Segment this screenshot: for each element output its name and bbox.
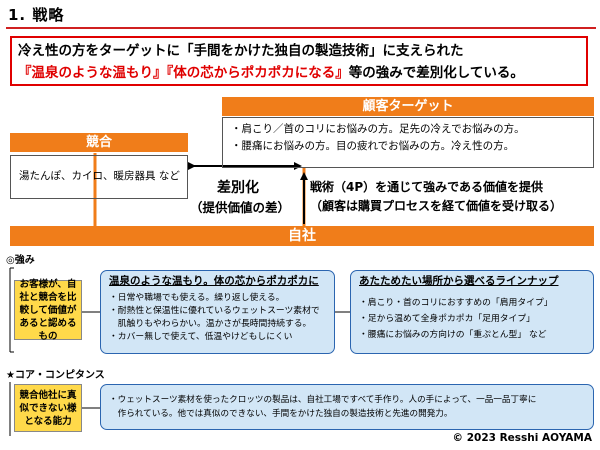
- differentiation-subtitle: （提供価値の差）: [190, 200, 291, 215]
- core-item: ・ウェットスーツ素材を使ったクロッツの製品は、自社工場ですべて手作り。人の手によ…: [109, 395, 537, 405]
- strategy-line2: （顧客は購買プロセスを経て価値を受け取る）: [310, 199, 563, 213]
- summary-line1: 冷え性の方をターゲットに「手間をかけた独自の製造技術」に支えられた: [18, 43, 464, 59]
- strategy-summary: 冷え性の方をターゲットに「手間をかけた独自の製造技術」に支えられた 『温泉のよう…: [10, 36, 588, 86]
- copyright: © 2023 Resshi AOYAMA: [452, 432, 592, 444]
- strength-item: ・肩こり・首のコリにおすすめの「肩用タイプ」: [359, 298, 553, 308]
- differentiation-label: 差別化 （提供価値の差）: [190, 178, 291, 218]
- differentiation-title: 差別化: [217, 180, 259, 196]
- strengths-note: お客様が、自社と競合を比較して価値があると認めるもの: [14, 279, 82, 342]
- target-item: ・腰痛にお悩みの方。目の疲れでお悩みの方。冷え性の方。: [231, 140, 515, 152]
- page-title: 1. 戦略: [8, 6, 65, 24]
- title-rule: [6, 27, 596, 29]
- target-box: ・肩こり／首のコリにお悩みの方。足先の冷えでお悩みの方。 ・腰痛にお悩みの方。目…: [222, 117, 594, 168]
- strength-item: ・耐熱性と保温性に優れているウェットスーツ素材で: [109, 306, 320, 316]
- competition-box: 湯たんぽ、カイロ、暖房器具 など: [10, 155, 188, 199]
- target-item: ・肩こり／首のコリにお悩みの方。足先の冷えでお悩みの方。: [231, 123, 525, 135]
- core-item: 作られている。他では真似のできない、手間をかけた独自の製造技術と先進の開発力。: [109, 409, 453, 419]
- competition-items: 湯たんぽ、カイロ、暖房器具 など: [19, 170, 180, 182]
- strength-item: ・カバー無しで使えて、低温やけどもしにくい: [109, 332, 293, 342]
- strategy-label: 戦術（4P）を通じて強みである価値を提供 （顧客は購買プロセスを経て価値を受け取…: [310, 178, 598, 216]
- self-header: 自社: [10, 226, 594, 246]
- strength-box-lineup: あたためたい場所から選べるラインナップ ・肩こり・首のコリにおすすめの「肩用タイ…: [350, 270, 594, 354]
- core-label: ★コア・コンピタンス: [6, 370, 105, 381]
- core-box: ・ウェットスーツ素材を使ったクロッツの製品は、自社工場ですべて手作り。人の手によ…: [100, 384, 594, 430]
- strength-item: ・日常や職場でも使える。繰り返し使える。: [109, 293, 285, 303]
- summary-line2: 『温泉のような温もり』『体の芯からポカポカになる』等の強みで差別化している。: [18, 62, 580, 84]
- target-header: 顧客ターゲット: [222, 97, 594, 116]
- strengths-label: ◎強み: [6, 255, 35, 266]
- strength-box-title: あたためたい場所から選べるラインナップ: [359, 275, 559, 287]
- strength-item: 肌触りもやわらかい。温かさが長時間持続する。: [109, 319, 312, 329]
- competition-header: 競合: [10, 133, 188, 152]
- core-note: 競合他社に真似できない様となる能力: [14, 384, 82, 432]
- strength-item: ・足から温めて全身ポカポカ「足用タイプ」: [359, 314, 535, 324]
- strength-box-title: 温泉のような温もり。体の芯からポカポカに: [109, 275, 319, 287]
- summary-rest: 等の強みで差別化している。: [348, 65, 524, 81]
- strength-box-warmth: 温泉のような温もり。体の芯からポカポカに ・日常や職場でも使える。繰り返し使える…: [100, 270, 335, 354]
- summary-highlight: 『温泉のような温もり』『体の芯からポカポカになる』: [18, 65, 349, 81]
- strategy-line1: 戦術（4P）を通じて強みである価値を提供: [310, 180, 544, 194]
- strength-item: ・腰痛にお悩みの方向けの「重ぷとん型」 など: [359, 330, 547, 340]
